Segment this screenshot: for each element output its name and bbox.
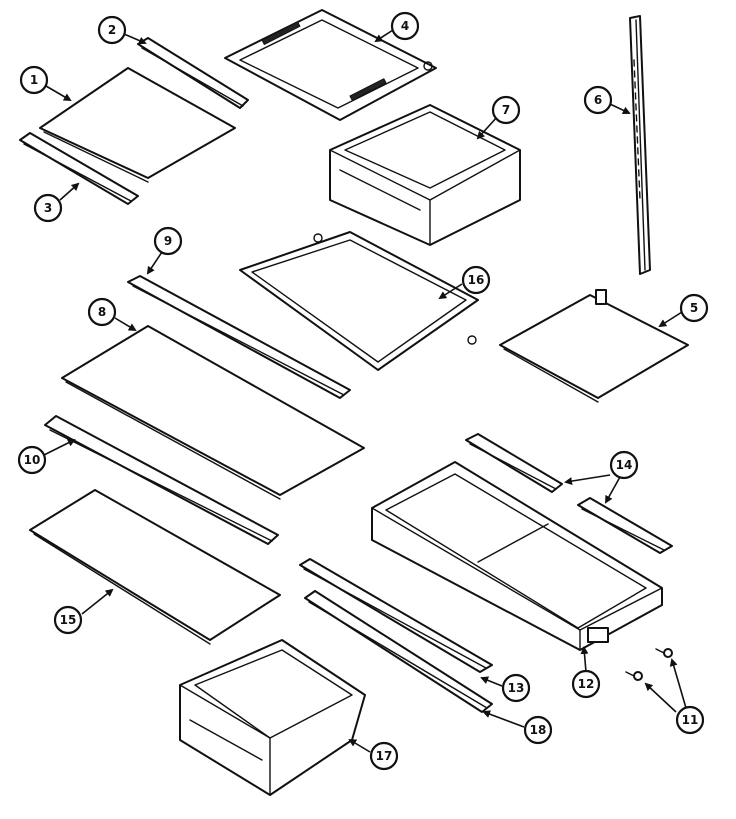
svg-text:9: 9	[164, 234, 172, 248]
svg-text:7: 7	[502, 103, 510, 117]
svg-text:3: 3	[44, 201, 52, 215]
part-14-slide-a	[465, 433, 563, 493]
callout-7: 7	[491, 95, 521, 125]
svg-text:6: 6	[594, 93, 602, 107]
leader-lines	[43, 29, 687, 753]
svg-text:11: 11	[682, 713, 699, 727]
part-12-drawer-support	[371, 461, 663, 651]
svg-text:16: 16	[468, 273, 485, 287]
part-6-rail	[629, 15, 651, 275]
svg-text:13: 13	[508, 681, 525, 695]
callout-11: 11	[675, 705, 705, 735]
part-13-rail	[299, 558, 493, 673]
callout-2: 2	[97, 15, 127, 45]
svg-text:17: 17	[376, 749, 393, 763]
part-14-slide-b	[577, 497, 673, 554]
part-17-pan	[179, 639, 366, 796]
part-8-shelf-glass	[61, 325, 365, 500]
part-16-panel	[239, 231, 479, 371]
callout-16: 16	[461, 265, 491, 295]
part-9-shelf-trim	[127, 275, 351, 399]
svg-text:4: 4	[401, 19, 409, 33]
callout-18: 18	[523, 715, 553, 745]
callout-12: 12	[571, 669, 601, 699]
svg-text:15: 15	[60, 613, 77, 627]
callout-10: 10	[17, 445, 47, 475]
part-1-shelf-glass	[39, 67, 236, 183]
svg-text:1: 1	[30, 73, 38, 87]
svg-text:8: 8	[98, 305, 106, 319]
callout-15: 15	[53, 605, 83, 635]
svg-text:18: 18	[530, 723, 547, 737]
part-7-drawer	[329, 104, 521, 246]
callout-6: 6	[583, 85, 613, 115]
callout-4: 4	[390, 11, 420, 41]
part-4-cover-frame	[224, 9, 437, 121]
part-10-shelf-trim	[44, 415, 279, 545]
callout-3: 3	[33, 193, 63, 223]
callout-17: 17	[369, 741, 399, 771]
callout-13: 13	[501, 673, 531, 703]
svg-text:5: 5	[690, 301, 698, 315]
part-3-shelf-trim	[19, 132, 139, 205]
callout-5: 5	[679, 293, 709, 323]
part-15-shelf-glass	[29, 489, 281, 645]
callout-8: 8	[87, 297, 117, 327]
callout-9: 9	[153, 226, 183, 256]
svg-text:12: 12	[578, 677, 595, 691]
part-5-small-shelf	[499, 289, 689, 403]
svg-text:10: 10	[24, 453, 41, 467]
svg-text:2: 2	[108, 23, 116, 37]
callout-14: 14	[609, 450, 639, 480]
callout-1: 1	[19, 65, 49, 95]
part-18-rail	[304, 590, 493, 713]
part-11-screws	[625, 648, 673, 681]
svg-text:14: 14	[616, 458, 633, 472]
